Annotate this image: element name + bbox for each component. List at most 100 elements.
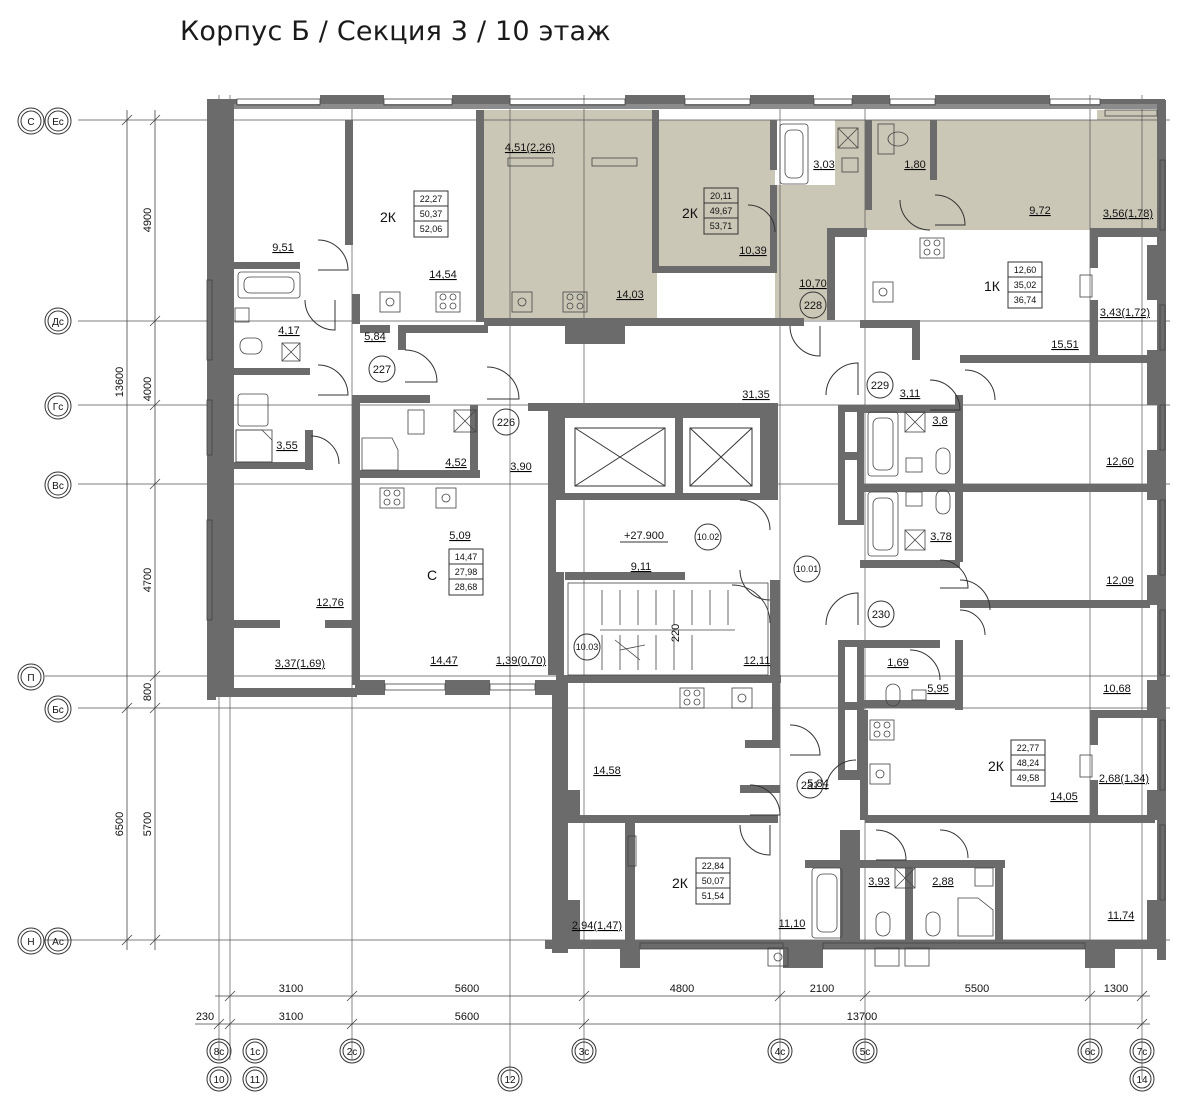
- room-area: 1,39(0,70): [496, 655, 546, 667]
- living-area: 22,84: [702, 861, 725, 871]
- doors: [304, 194, 996, 861]
- room-number: 227: [373, 364, 391, 376]
- level-mark-value: +27.900: [624, 530, 664, 542]
- axis-label: 4с: [775, 1047, 786, 1058]
- room-area: 11,10: [779, 918, 806, 930]
- room-area: 4,17: [278, 325, 299, 337]
- axis-label: 8с: [214, 1047, 225, 1058]
- room-number: 229: [871, 380, 889, 392]
- axis-label: Н: [27, 937, 34, 948]
- room-area: 3,93: [868, 876, 889, 888]
- vertical-dimensions: [121, 110, 161, 950]
- dim-label: 4800: [670, 983, 694, 995]
- room-area: 2,94(1,47): [572, 920, 622, 932]
- axis-label: Ас: [52, 937, 64, 948]
- total-area: 27,98: [455, 567, 478, 577]
- axis-label: 10: [213, 1075, 225, 1086]
- room-area: 5,84: [364, 331, 385, 343]
- room-area: 2,88: [932, 876, 953, 888]
- living-area: 14,47: [455, 552, 478, 562]
- total-area: 50,37: [420, 209, 443, 219]
- room-area: 3,8: [932, 415, 947, 427]
- room-area-labels: 9,51 14,54 4,51(2,26) 14,03 3,03 1,80 10…: [272, 142, 1153, 932]
- room-area: 11,74: [1108, 910, 1135, 922]
- apartment-type: 2К: [380, 209, 397, 225]
- room-number: 230: [872, 609, 890, 621]
- axis-label: Дс: [52, 317, 64, 328]
- area-with-balcony: 49,58: [1017, 773, 1040, 783]
- dim-label: 800: [142, 683, 154, 701]
- room-number: 228: [804, 300, 822, 312]
- room-area: 14,54: [429, 269, 457, 281]
- apartment-studio: С 14,47 27,98 28,68: [427, 548, 484, 596]
- area-with-balcony: 53,71: [710, 221, 733, 231]
- room-area: 1,69: [887, 657, 908, 669]
- axis-label: 2с: [347, 1047, 358, 1058]
- apartment-2k-right: 2К 22,77 48,24 49,58: [988, 739, 1046, 787]
- room-area: 2,68(1,34): [1099, 773, 1149, 785]
- apartment-type: С: [427, 567, 437, 583]
- horizontal-dimension-labels: 3100 5600 4800 2100 5500 1300 230 3100 5…: [196, 983, 1128, 1023]
- row-axis-bubbles: С Ес Дс Гс Вс П Бс Н Ас: [17, 107, 72, 955]
- axis-label: Бс: [52, 705, 64, 716]
- living-area: 22,77: [1017, 743, 1040, 753]
- room-area: 14,47: [430, 655, 458, 667]
- dim-label: 3100: [279, 1011, 303, 1023]
- axis-label: 6с: [1085, 1047, 1096, 1058]
- room-area: 9,11: [631, 561, 652, 573]
- room-area: 12,11: [744, 655, 771, 667]
- apartment-type: 2К: [672, 875, 689, 891]
- total-area: 49,67: [710, 206, 733, 216]
- living-area: 20,11: [710, 191, 732, 201]
- stair-tags: 10.01 10.02 10.03: [573, 523, 821, 661]
- stair-tag: 10.01: [796, 564, 819, 574]
- room-area: 3,03: [813, 159, 834, 171]
- axis-row-n: Н Ас: [17, 927, 72, 955]
- total-area: 35,02: [1014, 280, 1037, 290]
- dim-label: 4900: [142, 208, 154, 232]
- total-area: 48,24: [1017, 758, 1040, 768]
- stairs: [567, 582, 769, 676]
- room-area: 31,35: [742, 389, 770, 401]
- axis-label: 3с: [579, 1047, 590, 1058]
- apartment-type: 1К: [984, 278, 1001, 294]
- level-mark: +27.900: [620, 530, 668, 543]
- room-area: 3,56(1,78): [1103, 208, 1153, 220]
- room-area: 4,52: [445, 457, 466, 469]
- room-area: 12,76: [316, 597, 344, 609]
- axis-row-s: С Ес: [17, 107, 72, 135]
- apartment-2k-highlighted: 2К 20,11 49,67 53,71: [682, 187, 739, 235]
- apartment-labels: 2К 22,27 50,37 52,06 2К 20,11 49,67 53,7…: [380, 187, 1046, 905]
- room-number: 226: [497, 417, 515, 429]
- living-area: 12,60: [1014, 265, 1037, 275]
- axis-label: П: [27, 673, 34, 684]
- room-area: 15,51: [1051, 339, 1079, 351]
- axis-row-ds: Дс: [44, 307, 72, 335]
- room-area: 3,11: [900, 388, 921, 400]
- room-area: 3,78: [930, 531, 951, 543]
- room-area: 12,09: [1106, 575, 1134, 587]
- room-area: 14,05: [1050, 791, 1078, 803]
- selected-apartment-fill: [482, 110, 1157, 320]
- plan-title: Корпус Б / Секция 3 / 10 этаж: [180, 16, 611, 47]
- axis-label: Гс: [53, 402, 63, 413]
- fixtures: [234, 123, 1093, 967]
- axis-label: 14: [1136, 1075, 1148, 1086]
- room-area: 14,58: [593, 765, 621, 777]
- axis-label: Ес: [52, 117, 64, 128]
- room-number: 231: [801, 780, 819, 792]
- area-with-balcony: 52,06: [420, 224, 443, 234]
- axis-row-gs: Гс: [44, 392, 72, 420]
- room-area: 3,43(1,72): [1100, 307, 1150, 319]
- dim-label: 6500: [114, 812, 126, 836]
- apartment-type: 2К: [682, 205, 699, 221]
- apartment-2k-top-left: 2К 22,27 50,37 52,06: [380, 190, 449, 238]
- dim-label: 5700: [142, 812, 154, 836]
- axis-label: Вс: [52, 481, 64, 492]
- room-area: 3,90: [510, 461, 531, 473]
- dim-label: 230: [196, 1011, 214, 1023]
- room-number-tags: 228 227 226 229 230 231: [368, 291, 895, 799]
- axis-label: 12: [504, 1075, 516, 1086]
- dim-label: 13600: [114, 367, 126, 398]
